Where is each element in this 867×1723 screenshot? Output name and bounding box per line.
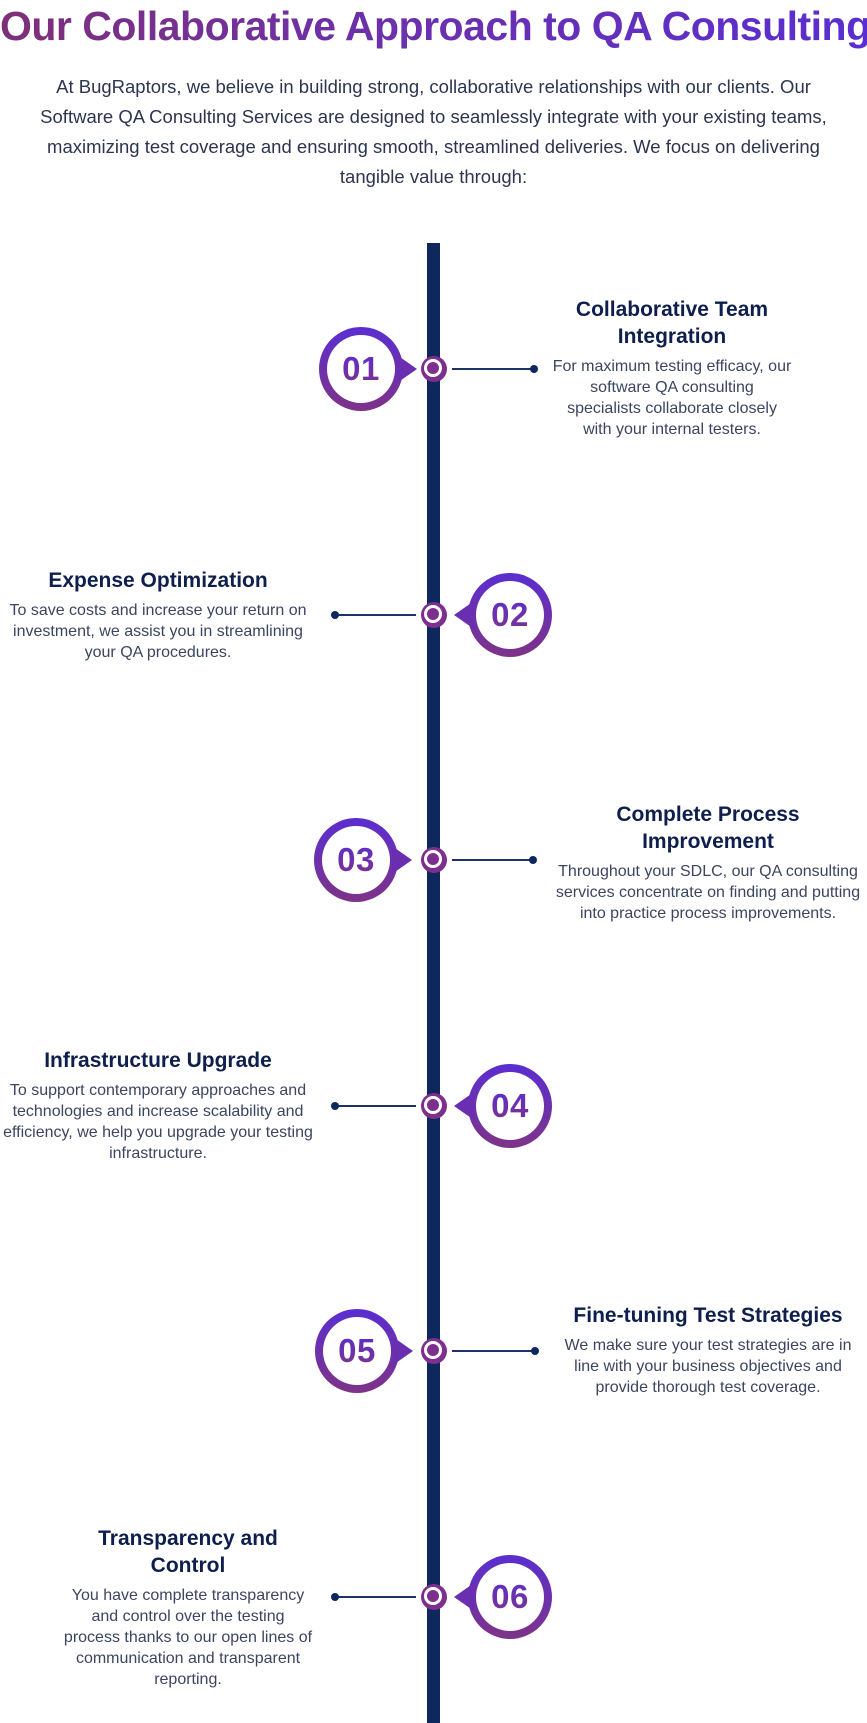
step-number: 01	[342, 350, 380, 387]
timeline-step-03: 03	[0, 818, 867, 918]
step-description: We make sure your test strategies are in…	[564, 1337, 852, 1396]
step-content-03: Complete Process Improvement Throughout …	[548, 801, 867, 924]
step-number: 05	[338, 1332, 376, 1369]
timeline-node-icon	[421, 1093, 447, 1119]
step-description: For maximum testing efficacy, our softwa…	[552, 358, 792, 438]
connector-line	[452, 368, 534, 370]
connector-dot	[331, 1102, 339, 1110]
timeline-node-icon	[421, 356, 447, 382]
timeline-node-icon	[421, 847, 447, 873]
step-content-02: Expense Optimization To save costs and i…	[0, 567, 316, 663]
connector-line	[452, 859, 533, 861]
connector-dot	[331, 611, 339, 619]
step-number-badge: 06	[454, 1555, 552, 1639]
connector-line	[335, 1596, 416, 1598]
step-title: Fine-tuning Test Strategies	[573, 1304, 843, 1327]
timeline-step-02: 02	[0, 573, 867, 673]
timeline-line	[427, 243, 440, 1723]
step-content-01: Collaborative Team Integration For maxim…	[542, 296, 802, 440]
timeline-step-01: 01	[0, 327, 867, 427]
step-number: 02	[491, 596, 529, 633]
step-number: 06	[491, 1578, 529, 1615]
step-content-04: Infrastructure Upgrade To support contem…	[0, 1047, 316, 1164]
step-number-badge: 02	[454, 573, 552, 657]
step-number: 04	[491, 1087, 529, 1124]
step-content-06: Transparency and Control You have comple…	[58, 1525, 318, 1690]
timeline-node-icon	[421, 1584, 447, 1610]
timeline-node-icon	[421, 602, 447, 628]
step-description: To support contemporary approaches and t…	[3, 1082, 313, 1162]
step-content-05: Fine-tuning Test Strategies We make sure…	[553, 1302, 863, 1398]
step-number-badge: 05	[315, 1309, 413, 1393]
connector-dot	[530, 365, 538, 373]
connector-dot	[529, 856, 537, 864]
step-description: Throughout your SDLC, our QA consulting …	[555, 863, 861, 922]
page-title: Our Collaborative Approach to QA Consult…	[0, 0, 867, 52]
connector-line	[335, 614, 416, 616]
step-number-badge: 03	[314, 818, 412, 902]
step-number: 03	[337, 841, 375, 878]
connector-dot	[331, 1593, 339, 1601]
timeline-step-05: 05	[0, 1309, 867, 1409]
connector-dot	[531, 1347, 539, 1355]
timeline-step-06: 06	[0, 1555, 867, 1655]
step-number-badge: 01	[319, 327, 417, 411]
connector-line	[335, 1105, 416, 1107]
step-title: Collaborative Team Integration	[575, 298, 769, 348]
step-title: Expense Optimization	[48, 569, 268, 592]
timeline-node-icon	[421, 1338, 447, 1364]
step-description: You have complete transparency and contr…	[63, 1587, 313, 1688]
intro-paragraph: At BugRaptors, we believe in building st…	[40, 76, 827, 187]
step-title: Complete Process Improvement	[616, 803, 800, 853]
step-number-badge: 04	[454, 1064, 552, 1148]
connector-line	[452, 1350, 535, 1352]
step-description: To save costs and increase your return o…	[9, 602, 307, 661]
step-title: Infrastructure Upgrade	[44, 1049, 272, 1072]
step-title: Transparency and Control	[98, 1527, 278, 1577]
timeline-step-04: 04	[0, 1064, 867, 1164]
